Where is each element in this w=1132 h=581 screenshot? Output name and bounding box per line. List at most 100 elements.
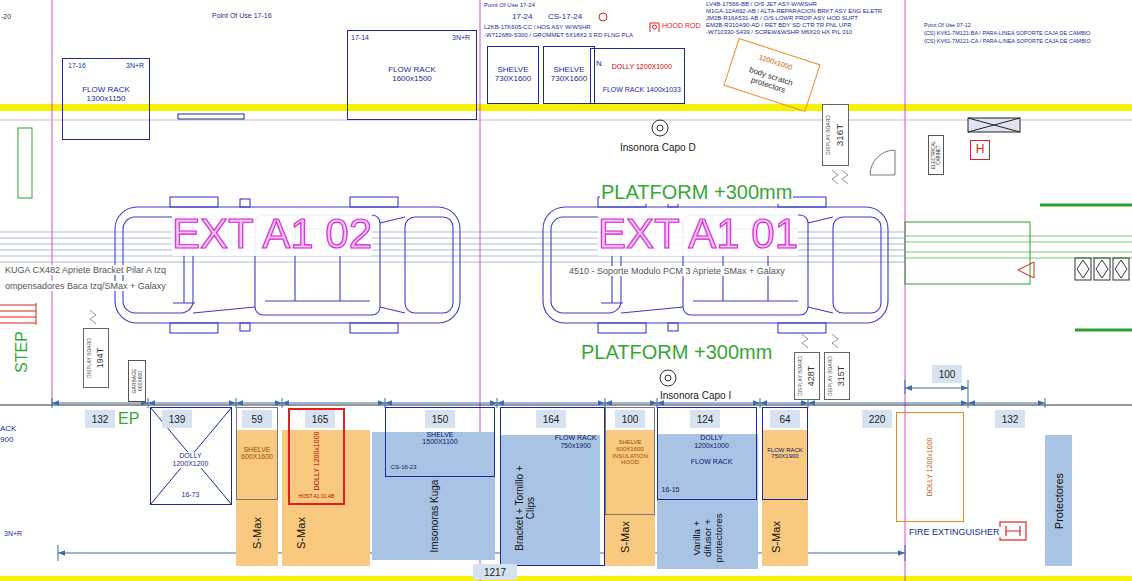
platform-line [905, 236, 1132, 258]
dimension-box-text: 165 [312, 414, 329, 425]
part-number: (CS) KV61-7M121-CA / PARA-LINEA SOPORTE … [924, 38, 1091, 44]
dolly-box-text: FLOW RACK [691, 458, 733, 466]
platform-line [905, 236, 1132, 237]
door-symbol [870, 150, 895, 175]
display-board: DISPLAY BOARD194T [83, 328, 109, 388]
dolly-box-text: DOLLY 1200x1000 [687, 434, 737, 449]
rack-box-text: 17-14 [351, 34, 369, 42]
rack-symbol [1113, 258, 1129, 280]
part-number: -W710330-S439 / SCREW&WSHR M6X20 HX PIL … [706, 29, 852, 36]
safety-label: FIRE EXTINGUISHER [908, 527, 1001, 537]
dimension-line [605, 403, 657, 404]
zone-band: Bracket + Tornillo + Clips [500, 435, 600, 566]
display-board-text: 194T [96, 348, 106, 369]
shelf-box: SHELVE 600X1600 [236, 407, 278, 500]
rack-box: 17-14FLOW RACK 1600x1500 [347, 30, 477, 120]
dolly-cross [150, 114, 244, 505]
rack-box-text: 3N+R [126, 62, 144, 70]
car-outline [543, 197, 888, 333]
stair-lines [0, 303, 36, 325]
station-label: EXT A1 01 [598, 212, 798, 256]
signal-wire [832, 170, 848, 184]
dolly-box-text: 16-73 [181, 491, 201, 499]
cabinet-box-text: ELECTRICAL CABINET [931, 138, 941, 172]
dolly-box-text: body scratch protectors [733, 62, 805, 100]
rack-tag: 17-24 [512, 12, 532, 21]
dimension-box: 132 [85, 410, 115, 428]
dimension-box: 100 [932, 365, 962, 383]
dimension-box-text: 124 [697, 414, 714, 425]
hydrant-sign: H [970, 140, 990, 160]
point-of-use: Point Of Use 17-16 [212, 12, 272, 20]
operation-note: KUGA CX482 Apriete Bracket Pilar A Izq [4, 265, 167, 275]
rack-label: ACK [0, 424, 16, 433]
line-edge [0, 405, 1132, 406]
dolly-box-text: DOLLY 1200X1000 [612, 63, 672, 71]
point-of-use: Point Of Use 17-24 [484, 2, 535, 9]
dimension-box-text: 139 [169, 414, 186, 425]
shelf-box-text: SHELVE 600X1600 [239, 446, 275, 461]
dolly-box: 1200x1000body scratch protectors [723, 38, 820, 112]
signal-wire [802, 334, 838, 348]
dimension-box: 164 [536, 410, 566, 428]
display-board-text: DISPLAY BOARD [829, 356, 835, 396]
operator-icon [652, 120, 668, 136]
hood-rod-icon [653, 25, 657, 29]
display-board: DISPLAY BOARD316T [822, 104, 849, 166]
grid-label: -20 [1, 13, 11, 21]
platform-label: PLATFORM +300mm [600, 181, 793, 204]
dimension-box-text: 220 [869, 414, 886, 425]
bin-symbol [968, 118, 1020, 132]
dolly-box-text: DOLLY 1200x1000 [926, 437, 934, 496]
dimension-line [905, 388, 968, 389]
dimension-box-text: 100 [939, 369, 956, 380]
dimension-line [760, 403, 808, 404]
rack-box: 17-16 3N+R FLOW RACK 1300x1150 [62, 58, 150, 140]
line-edge [0, 405, 1132, 406]
dimension-box: 59 [242, 410, 272, 428]
signal-wire [90, 310, 96, 324]
grid-line [52, 0, 53, 405]
dimension-box: 124 [690, 410, 720, 428]
dimension-line [236, 403, 282, 404]
dolly-box: DOLLY 1200x1000 [896, 412, 964, 522]
dimension-box-text: 100 [622, 414, 639, 425]
shelf-box-text: SHELVE 1500X1100 [415, 431, 465, 446]
display-board: DISPLAY BOARD428T [794, 352, 820, 400]
dimension-line [968, 403, 1045, 404]
dolly-box: DOLLY 1200x1000HOST A1 01 AB [288, 408, 345, 505]
station-outline [18, 128, 1132, 330]
zone-band-text: Imsonoras Kuga [428, 480, 439, 553]
hood-rod-icon [650, 23, 659, 32]
dolly-box-text: HOST A1 01 AB [299, 494, 335, 500]
rack-box-text: FLOW RACK 1300x1150 [75, 86, 137, 104]
rack-box-text: 17-16 [68, 62, 86, 70]
dimension-line [657, 403, 760, 404]
platform-line [905, 242, 1132, 243]
rack-symbol [1075, 258, 1091, 280]
shelf-box-text: SHELVE 730X1600 [490, 66, 536, 84]
dimension-box: 165 [305, 410, 335, 428]
part-number: -W712689-S300 / GROMMET 5X18X2.3 RD FLNG… [484, 32, 633, 39]
dimension-box-text: 150 [432, 414, 449, 425]
zone-band-text: Varilla + difusor + protectores [691, 509, 724, 567]
dimension-box: 139 [162, 410, 192, 428]
dimension-line [282, 403, 385, 404]
zone-band-text: S-Max [619, 522, 631, 554]
display-board: DISPLAY BOARD315T [824, 352, 850, 400]
dimension-box-text: 132 [1002, 414, 1019, 425]
dimension-box-text: 132 [92, 414, 109, 425]
direction-arrow [1018, 262, 1034, 278]
dimension-line [385, 403, 497, 404]
shelf-box: SHELVE 1500X1100CS-16-23 [385, 407, 495, 477]
part-number: EM2B-R310A90-AD / RET BDY SD CTR TR PNL … [706, 22, 852, 29]
zone-band-text: Bracket + Tornillo + Clips [514, 453, 536, 563]
car-outline [115, 197, 888, 333]
step-label: EP [118, 410, 139, 428]
shelf-box: SHELVE 600X1600 INSULATION HOOD [605, 407, 655, 515]
fire-extinguisher-icon [1006, 526, 1020, 536]
rack-tag: CS-17-24 [548, 12, 582, 21]
operator-label: Insonora Capo I [660, 390, 731, 402]
dimension-box: 132 [995, 410, 1025, 428]
